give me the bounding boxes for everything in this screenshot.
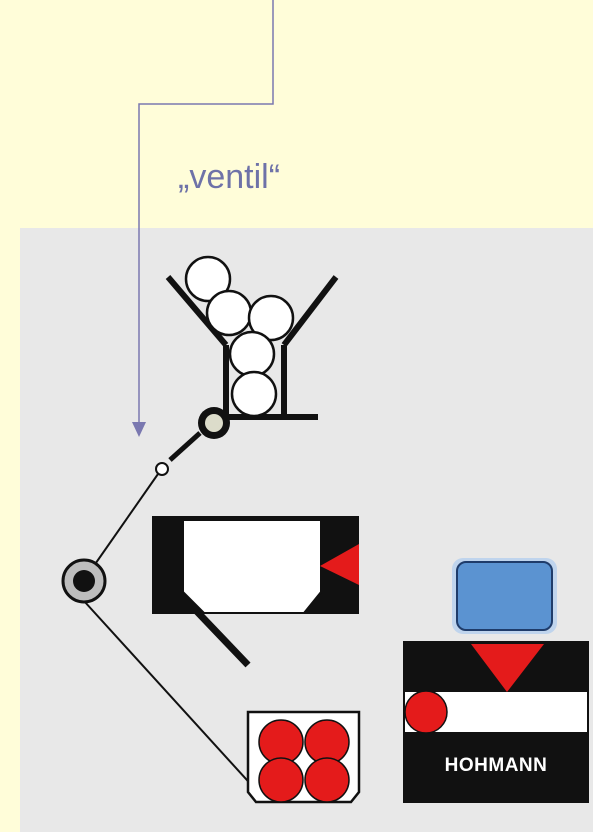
hopper-ball	[230, 370, 278, 418]
chamber-pointer	[320, 544, 359, 585]
hopper-icon	[165, 255, 339, 420]
feed-line	[83, 600, 257, 791]
red-part	[258, 757, 304, 803]
machine-part	[404, 690, 448, 734]
hohmann-machine: HOHMANN	[403, 641, 589, 803]
valve-icon	[198, 407, 230, 439]
hopper-ball	[228, 330, 276, 378]
machine-pointer	[471, 644, 544, 692]
brand-label: HOHMANN	[445, 755, 548, 776]
hopper-ball	[184, 255, 232, 303]
ventil-pointer	[132, 0, 274, 437]
chamber-gate	[182, 596, 251, 668]
collection-bin	[246, 710, 361, 804]
hopper-ball	[247, 294, 295, 342]
sorting-chamber	[152, 516, 359, 668]
ventil-label: „ventil“	[178, 158, 281, 196]
top-area	[0, 0, 593, 228]
hopper-ball	[205, 289, 253, 337]
pulley-icon	[61, 558, 107, 604]
sensor-icon	[452, 558, 557, 634]
pivot-joint	[155, 462, 169, 476]
red-part	[304, 757, 350, 803]
